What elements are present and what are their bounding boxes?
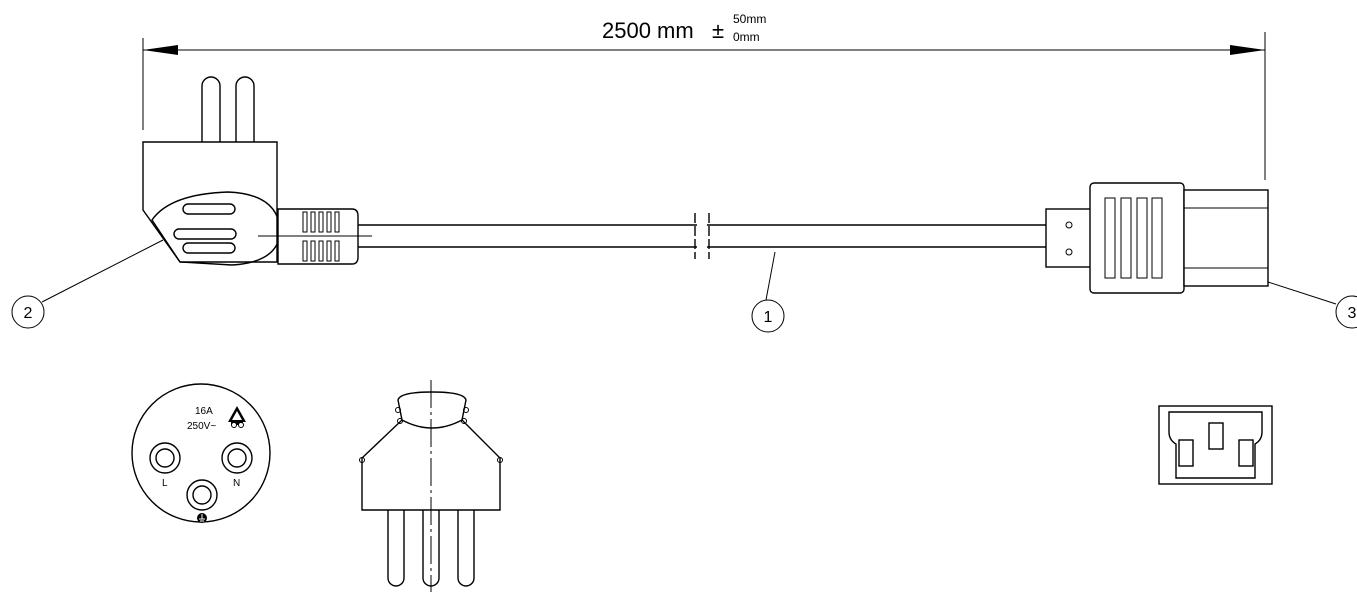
callout-3: 3 xyxy=(1267,281,1357,329)
plug-top-view xyxy=(359,380,503,592)
tolerance-lower: 0mm xyxy=(733,30,760,44)
connector-face-view xyxy=(1158,405,1273,485)
callout-3-label: 3 xyxy=(1348,305,1357,322)
iec-connector xyxy=(1045,182,1269,294)
callout-1-label: 1 xyxy=(764,309,773,326)
length-dimension: 2500 mm ± 50mm 0mm xyxy=(142,12,1266,180)
certification-mark-icon xyxy=(228,406,246,428)
tolerance-upper: 50mm xyxy=(733,12,766,26)
cable xyxy=(358,213,1047,259)
voltage-rating: 250V~ xyxy=(187,421,216,432)
callout-2-label: 2 xyxy=(24,305,33,322)
current-rating: 16A xyxy=(195,406,213,417)
dimension-plusminus: ± xyxy=(712,18,724,43)
earth-ground-icon xyxy=(197,513,207,523)
angled-plug xyxy=(142,76,372,266)
callout-2: 2 xyxy=(11,239,164,329)
plug-face-view: 16A 250V~ L N xyxy=(131,383,271,523)
pin-label-live: L xyxy=(162,478,168,489)
dimension-value: 2500 mm xyxy=(602,18,694,43)
callout-1: 1 xyxy=(751,251,785,333)
pin-label-neutral: N xyxy=(233,478,240,489)
